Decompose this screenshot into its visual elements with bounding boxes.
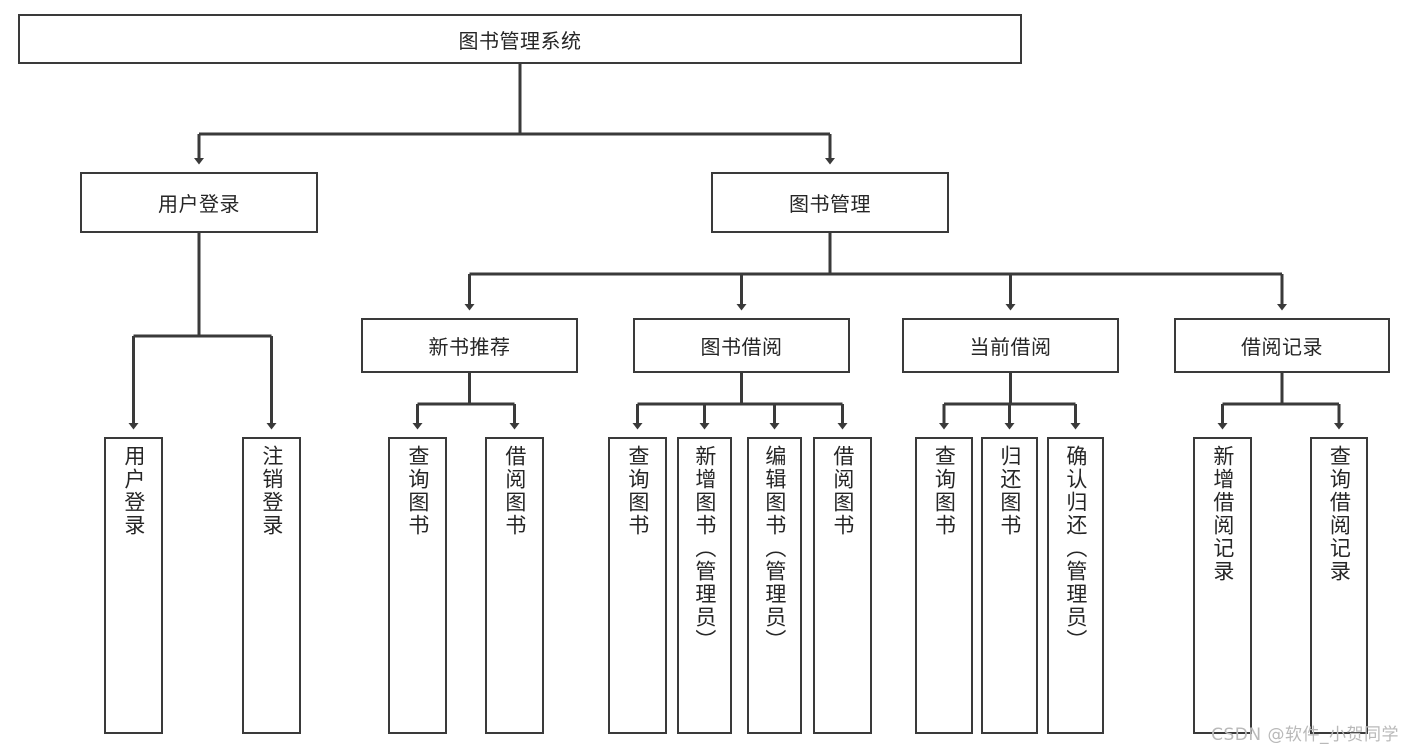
node-label-leaf-borrow-book-2: 借阅图书 bbox=[830, 445, 855, 537]
node-label-leaf-user-login: 用户登录 bbox=[121, 445, 146, 537]
node-leaf-user-login[interactable]: 用户登录 bbox=[104, 437, 163, 734]
node-label-leaf-add-book: 新增图书（管理员） bbox=[692, 445, 717, 652]
node-user-login[interactable]: 用户登录 bbox=[80, 172, 318, 233]
node-leaf-return-book[interactable]: 归还图书 bbox=[981, 437, 1038, 734]
node-label-leaf-edit-book: 编辑图书（管理员） bbox=[762, 445, 787, 652]
node-label-current-borrow: 当前借阅 bbox=[969, 335, 1052, 359]
node-label-book-manage: 图书管理 bbox=[789, 192, 871, 216]
node-leaf-query-book-2[interactable]: 查询图书 bbox=[608, 437, 667, 734]
node-new-book-recommend[interactable]: 新书推荐 bbox=[361, 318, 578, 373]
node-label-root: 图书管理系统 bbox=[458, 28, 582, 53]
node-leaf-borrow-book-2[interactable]: 借阅图书 bbox=[813, 437, 872, 734]
node-leaf-add-book[interactable]: 新增图书（管理员） bbox=[677, 437, 732, 734]
node-label-leaf-return-book: 归还图书 bbox=[997, 445, 1022, 537]
node-current-borrow[interactable]: 当前借阅 bbox=[902, 318, 1119, 373]
node-label-leaf-query-book-2: 查询图书 bbox=[625, 445, 650, 537]
node-label-leaf-query-record: 查询借阅记录 bbox=[1327, 445, 1352, 583]
node-root[interactable]: 图书管理系统 bbox=[18, 14, 1022, 64]
node-leaf-query-book-1[interactable]: 查询图书 bbox=[388, 437, 447, 734]
node-label-leaf-query-book-3: 查询图书 bbox=[932, 445, 957, 537]
node-leaf-query-book-3[interactable]: 查询图书 bbox=[915, 437, 973, 734]
node-book-borrow[interactable]: 图书借阅 bbox=[633, 318, 850, 373]
node-leaf-logout[interactable]: 注销登录 bbox=[242, 437, 301, 734]
node-leaf-borrow-book-1[interactable]: 借阅图书 bbox=[485, 437, 544, 734]
node-label-borrow-record: 借阅记录 bbox=[1241, 335, 1323, 359]
node-leaf-edit-book[interactable]: 编辑图书（管理员） bbox=[747, 437, 802, 734]
node-label-leaf-borrow-book-1: 借阅图书 bbox=[502, 445, 527, 537]
node-leaf-query-record[interactable]: 查询借阅记录 bbox=[1310, 437, 1368, 734]
node-label-new-book-recommend: 新书推荐 bbox=[428, 335, 511, 359]
node-label-leaf-logout: 注销登录 bbox=[259, 445, 284, 537]
node-label-leaf-confirm-return: 确认归还（管理员） bbox=[1063, 445, 1088, 652]
node-label-book-borrow: 图书借阅 bbox=[700, 335, 783, 359]
node-label-leaf-query-book-1: 查询图书 bbox=[405, 445, 430, 537]
node-leaf-confirm-return[interactable]: 确认归还（管理员） bbox=[1047, 437, 1104, 734]
node-borrow-record[interactable]: 借阅记录 bbox=[1174, 318, 1390, 373]
node-book-manage[interactable]: 图书管理 bbox=[711, 172, 949, 233]
node-label-user-login: 用户登录 bbox=[158, 192, 240, 216]
node-label-leaf-add-record: 新增借阅记录 bbox=[1210, 445, 1235, 583]
watermark-text: CSDN @软件_小贺同学 bbox=[1211, 725, 1399, 745]
node-leaf-add-record[interactable]: 新增借阅记录 bbox=[1193, 437, 1252, 734]
